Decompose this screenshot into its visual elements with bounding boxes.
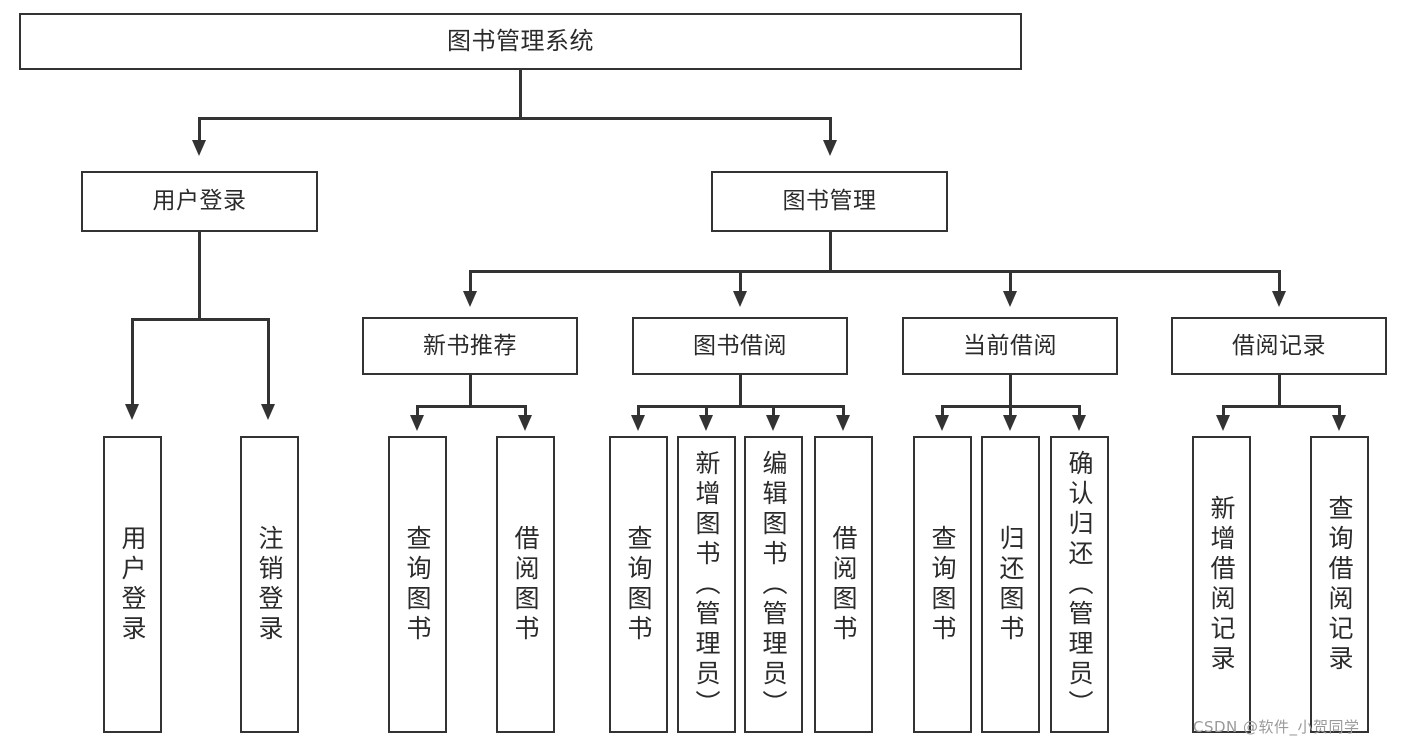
- leaf-add-borrow-record[interactable]: 新增借阅记录: [1192, 436, 1251, 733]
- arrow-down-new-book: [463, 291, 477, 307]
- leaf-edit-book-admin[interactable]: 编辑图书（管理员）: [744, 436, 803, 733]
- arrow-down-user-login: [192, 140, 206, 156]
- edge-user-login-drop-1: [131, 318, 134, 406]
- edge-root-stem: [519, 70, 522, 118]
- leaf-return-book[interactable]: 归还图书: [981, 436, 1040, 733]
- edge-book-borrow-drop-1: [637, 405, 640, 417]
- node-label: 图书管理系统: [447, 26, 594, 55]
- edge-current-borrow-drop-1: [941, 405, 944, 417]
- arrow-down-borrow-record: [1272, 291, 1286, 307]
- edge-level2-bus: [198, 117, 831, 120]
- node-label: 借阅图书: [511, 524, 540, 645]
- node-label: 用户登录: [118, 524, 147, 645]
- edge-drop-book-manage: [829, 117, 832, 142]
- node-new-book-recommend[interactable]: 新书推荐: [362, 317, 578, 375]
- node-book-management[interactable]: 图书管理: [711, 171, 948, 232]
- edge-new-book-bus: [416, 405, 526, 408]
- leaf-user-login[interactable]: 用户登录: [103, 436, 162, 733]
- edge-drop-user-login: [198, 117, 201, 142]
- leaf-query-borrow-record[interactable]: 查询借阅记录: [1310, 436, 1369, 733]
- leaf-add-book-admin[interactable]: 新增图书（管理员）: [677, 436, 736, 733]
- node-label: 新书推荐: [423, 332, 517, 359]
- arrow-down-leaf-user-login: [125, 404, 139, 420]
- arrow-down-book-borrow: [733, 291, 747, 307]
- node-label: 归还图书: [996, 524, 1025, 645]
- leaf-query-book-borrow[interactable]: 查询图书: [609, 436, 668, 733]
- arrow-down-leaf-query-record: [1332, 415, 1346, 431]
- node-label: 查询借阅记录: [1325, 494, 1354, 675]
- node-label: 借阅记录: [1232, 332, 1326, 359]
- node-book-borrow[interactable]: 图书借阅: [632, 317, 848, 375]
- arrow-down-leaf-query-book-1: [410, 415, 424, 431]
- node-label: 用户登录: [152, 188, 247, 215]
- edge-level3-drop-2: [739, 270, 742, 293]
- edge-level3-bus: [469, 270, 1280, 273]
- node-label: 查询图书: [624, 524, 653, 645]
- node-label: 图书借阅: [693, 332, 787, 359]
- edge-borrow-record-drop-2: [1338, 405, 1341, 417]
- arrow-down-leaf-add-record: [1216, 415, 1230, 431]
- node-label: 编辑图书（管理员）: [759, 449, 788, 720]
- arrow-down-leaf-add-book: [699, 415, 713, 431]
- leaf-logout[interactable]: 注销登录: [240, 436, 299, 733]
- edge-user-login-bus: [131, 318, 269, 321]
- edge-level3-drop-3: [1009, 270, 1012, 293]
- edge-current-borrow-drop-3: [1078, 405, 1081, 417]
- leaf-borrow-book[interactable]: 借阅图书: [814, 436, 873, 733]
- edge-new-book-drop-1: [416, 405, 419, 417]
- node-label: 查询图书: [928, 524, 957, 645]
- edge-new-book-stem: [469, 375, 472, 407]
- node-label: 当前借阅: [963, 332, 1057, 359]
- node-user-login[interactable]: 用户登录: [81, 171, 318, 232]
- node-label: 确认归还（管理员）: [1065, 449, 1094, 720]
- edge-book-borrow-drop-2: [705, 405, 708, 417]
- leaf-query-book-recommend[interactable]: 查询图书: [388, 436, 447, 733]
- node-current-borrow[interactable]: 当前借阅: [902, 317, 1118, 375]
- node-label: 新增图书（管理员）: [692, 449, 721, 720]
- edge-new-book-drop-2: [524, 405, 527, 417]
- edge-book-manage-stem: [829, 232, 832, 272]
- edge-level3-drop-1: [469, 270, 472, 293]
- arrow-down-leaf-borrow-book-1: [518, 415, 532, 431]
- edge-book-borrow-drop-4: [842, 405, 845, 417]
- edge-current-borrow-drop-2: [1009, 405, 1012, 417]
- node-label: 借阅图书: [829, 524, 858, 645]
- edge-borrow-record-stem: [1278, 375, 1281, 407]
- edge-user-login-stem: [198, 232, 201, 320]
- node-borrow-record[interactable]: 借阅记录: [1171, 317, 1387, 375]
- edge-current-borrow-stem: [1009, 375, 1012, 407]
- edge-book-borrow-bus: [637, 405, 845, 408]
- arrow-down-leaf-query-book-3: [935, 415, 949, 431]
- leaf-confirm-return-admin[interactable]: 确认归还（管理员）: [1050, 436, 1109, 733]
- node-label: 图书管理: [782, 188, 877, 215]
- edge-book-borrow-drop-3: [772, 405, 775, 417]
- node-root-library-system[interactable]: 图书管理系统: [19, 13, 1022, 70]
- leaf-query-book-current[interactable]: 查询图书: [913, 436, 972, 733]
- node-label: 注销登录: [255, 524, 284, 645]
- arrow-down-leaf-confirm-return: [1072, 415, 1086, 431]
- node-label: 查询图书: [403, 524, 432, 645]
- arrow-down-book-manage: [823, 140, 837, 156]
- edge-book-borrow-stem: [739, 375, 742, 407]
- edge-level3-drop-4: [1278, 270, 1281, 293]
- leaf-borrow-book-recommend[interactable]: 借阅图书: [496, 436, 555, 733]
- edge-borrow-record-bus: [1222, 405, 1340, 408]
- node-label: 新增借阅记录: [1207, 494, 1236, 675]
- arrow-down-leaf-edit-book: [766, 415, 780, 431]
- edge-borrow-record-drop-1: [1222, 405, 1225, 417]
- arrow-down-current-borrow: [1003, 291, 1017, 307]
- arrow-down-leaf-return-book: [1003, 415, 1017, 431]
- arrow-down-leaf-logout: [261, 404, 275, 420]
- arrow-down-leaf-borrow-book-2: [836, 415, 850, 431]
- edge-user-login-drop-2: [267, 318, 270, 406]
- arrow-down-leaf-query-book-2: [631, 415, 645, 431]
